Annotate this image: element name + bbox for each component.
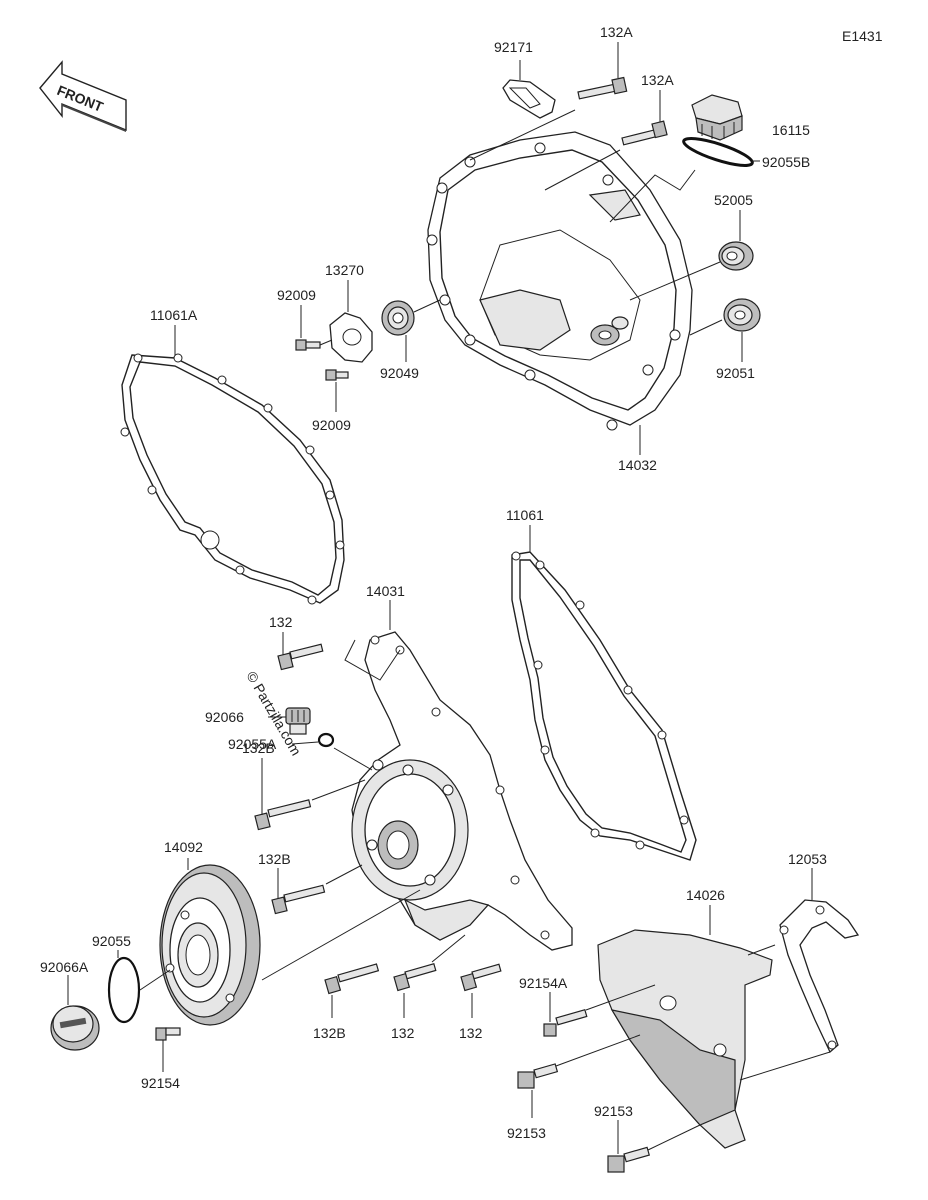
bolt-132a-2 (621, 120, 668, 146)
label-92154: 92154 (141, 1075, 180, 1091)
label-132b-1: 132B (242, 740, 275, 756)
label-132-3: 132 (459, 1025, 483, 1041)
seal-52005 (718, 241, 754, 271)
label-92066: 92066 (205, 709, 244, 725)
o-ring-92055 (107, 956, 141, 1024)
guard-14026 (597, 929, 773, 1149)
plug-92066 (285, 707, 311, 735)
gasket-11061a (120, 353, 345, 605)
gasket-11061 (511, 551, 697, 861)
crankcase-cover-14032 (426, 131, 693, 431)
label-92055: 92055 (92, 933, 131, 949)
screw-92009-1 (295, 339, 321, 351)
label-132a-1: 132A (600, 24, 633, 40)
plate-13270 (329, 312, 373, 363)
screw-92153-2 (607, 1146, 651, 1173)
label-92009-2: 92009 (312, 417, 351, 433)
front-arrow-icon: FRONT (39, 60, 127, 132)
bolt-132-1 (277, 643, 324, 671)
label-92153-1: 92153 (507, 1125, 546, 1141)
screw-92009-2 (325, 369, 349, 381)
label-132-1: 132 (269, 614, 293, 630)
label-14032: 14032 (618, 457, 657, 473)
filler-plug-16115 (691, 94, 743, 141)
o-ring-92055b (682, 137, 754, 167)
label-92009-1: 92009 (277, 287, 316, 303)
label-12053: 12053 (788, 851, 827, 867)
bolt-132b-3 (324, 963, 380, 995)
bolt-132b-1 (254, 799, 312, 831)
label-13270: 13270 (325, 262, 364, 278)
label-52005: 52005 (714, 192, 753, 208)
seal-92049 (381, 300, 415, 336)
cover-14031 (351, 631, 573, 951)
bolt-132b-2 (271, 884, 326, 915)
label-14092: 14092 (164, 839, 203, 855)
label-14031: 14031 (366, 583, 405, 599)
label-92051: 92051 (716, 365, 755, 381)
label-92153-2: 92153 (594, 1103, 633, 1119)
label-132-2: 132 (391, 1025, 415, 1041)
screw-92154 (155, 1027, 181, 1041)
label-92049: 92049 (380, 365, 419, 381)
label-92055a: 92055A (228, 736, 277, 752)
screw-92154a (543, 1008, 588, 1037)
bolt-132-3 (460, 963, 502, 992)
label-11061: 11061 (506, 507, 544, 523)
o-ring-92055a (317, 732, 335, 748)
bolt-132a-1 (577, 76, 628, 100)
cover-14092 (159, 864, 261, 1026)
label-92154a: 92154A (519, 975, 568, 991)
label-14026: 14026 (686, 887, 725, 903)
label-11061a: 11061A (150, 307, 198, 323)
label-16115: 16115 (772, 122, 810, 138)
seal-92051 (723, 298, 761, 332)
bracket-92171 (502, 79, 556, 119)
diagram-id: E1431 (842, 28, 883, 44)
label-92171: 92171 (494, 39, 533, 55)
cap-92066a (50, 1005, 100, 1051)
label-92055b: 92055B (762, 154, 810, 170)
label-132b-2: 132B (258, 851, 291, 867)
label-92066a: 92066A (40, 959, 89, 975)
bracket-12053 (779, 899, 860, 1054)
screw-92153-1 (517, 1063, 559, 1089)
label-132b-3: 132B (313, 1025, 346, 1041)
label-132a-2: 132A (641, 72, 674, 88)
bolt-132-2 (393, 962, 437, 992)
